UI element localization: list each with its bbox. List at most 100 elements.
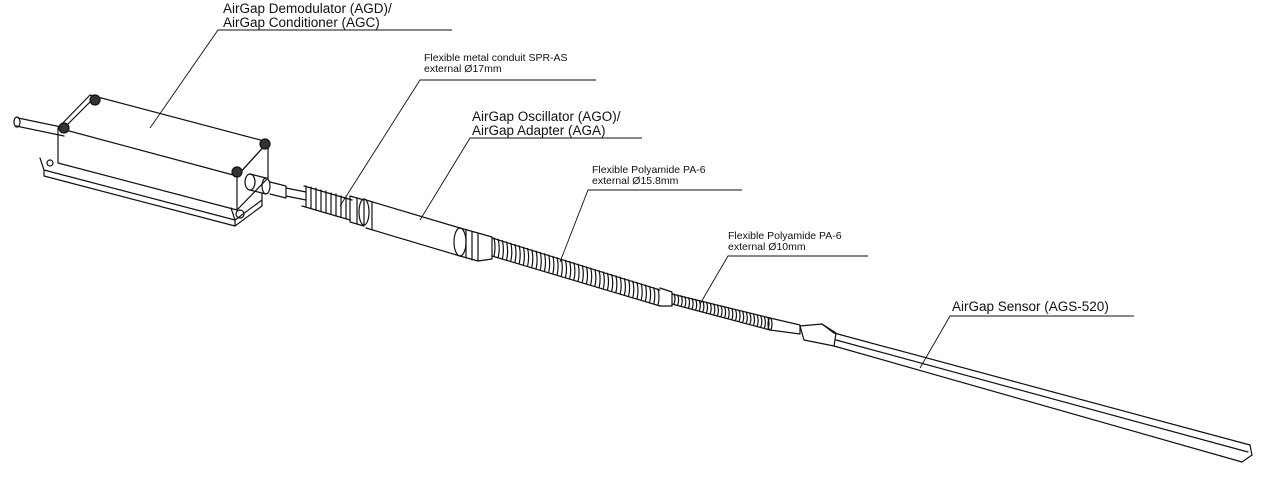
- corrugation-rib: [493, 237, 496, 257]
- corrugation-rib: [684, 296, 687, 308]
- label-demodulator-line2: AirGap Conditioner (AGC): [223, 15, 380, 31]
- corrugation-rib: [749, 312, 752, 325]
- corrugation-rib: [687, 297, 691, 309]
- input-cable: [13, 116, 67, 137]
- leader-ago: [419, 137, 642, 221]
- corrugation-rib: [705, 301, 709, 314]
- corrugation-rib: [752, 313, 756, 326]
- label-demodulator-line1: AirGap Demodulator (AGD)/: [223, 1, 392, 16]
- corrugation-rib: [594, 268, 597, 287]
- corrugation-rib: [702, 300, 705, 313]
- corrugation-rib: [698, 299, 701, 312]
- sensor-cable-sleeve: [767, 317, 801, 335]
- label-pa6-small-line1: Flexible Polyamide PA-6: [728, 230, 842, 242]
- corrugation-rib: [734, 309, 738, 321]
- corrugation-rib: [548, 254, 551, 273]
- label-conduit: Flexible metal conduit SPR-AS external Ø…: [424, 52, 568, 76]
- corrugation-rib: [720, 305, 723, 318]
- corrugation-rib: [738, 310, 741, 322]
- corrugation-rib: [657, 288, 660, 306]
- corrugation-rib: [581, 264, 584, 283]
- corrugation-rib: [644, 284, 647, 302]
- corrugation-rib: [632, 280, 635, 299]
- corrugation-rib: [628, 279, 631, 297]
- corrugation-rib: [680, 295, 683, 307]
- corrugation-rib: [543, 253, 547, 272]
- label-conduit-line1: Flexible metal conduit SPR-AS: [424, 52, 568, 64]
- label-pa6-large-line1: Flexible Polyamide PA-6: [592, 164, 706, 176]
- corrugation-rib: [606, 272, 610, 291]
- corrugation-rib: [510, 242, 513, 262]
- corrugation-rib: [756, 314, 759, 327]
- corrugation-rib: [506, 241, 509, 261]
- demodulator-box: [39, 94, 271, 227]
- corrugation-rib: [522, 246, 525, 266]
- corrugation-rib: [640, 283, 643, 301]
- pa6-small-tube: [671, 293, 771, 331]
- label-pa6-large: Flexible Polyamide PA-6 external Ø15.8mm: [592, 164, 706, 188]
- corrugation-rib: [742, 310, 745, 323]
- corrugation-rib: [535, 250, 538, 270]
- corrugation-rib: [573, 262, 576, 281]
- label-pa6-small-line2: external Ø10mm: [728, 241, 806, 254]
- corrugation-rib: [727, 307, 730, 319]
- corrugation-rib: [602, 271, 605, 290]
- airgap-sensor-strip: [799, 323, 1253, 463]
- corrugation-rib: [569, 260, 572, 280]
- label-pa6-large-line2: external Ø15.8mm: [592, 175, 679, 188]
- label-oscillator: AirGap Oscillator (AGO)/ AirGap Adapter …: [472, 109, 621, 139]
- corrugation-rib: [501, 240, 504, 260]
- corrugation-rib: [623, 277, 626, 296]
- corrugation-rib: [731, 308, 734, 320]
- corrugation-rib: [673, 293, 676, 305]
- corrugation-rib: [691, 298, 694, 310]
- corrugation-rib: [677, 294, 680, 306]
- corrugation-rib: [760, 315, 763, 328]
- label-conduit-line2: external Ø17mm: [424, 63, 502, 76]
- label-oscillator-line1: AirGap Oscillator (AGO)/: [472, 109, 621, 124]
- corrugation-rib: [716, 304, 719, 317]
- leader-pa6-small: [699, 255, 868, 305]
- corrugation-rib: [560, 258, 563, 277]
- corrugation-rib: [527, 247, 530, 267]
- pa6-large-tube: [491, 237, 661, 307]
- pa6-large-ribs: [493, 237, 660, 306]
- corrugation-rib: [590, 267, 593, 286]
- corrugation-rib: [552, 255, 555, 275]
- corrugation-rib: [539, 251, 542, 271]
- corrugation-rib: [695, 298, 698, 311]
- corrugation-rib: [653, 287, 656, 305]
- corrugation-rib: [724, 306, 727, 319]
- metal-conduit: [301, 185, 370, 227]
- corrugation-rib: [636, 281, 639, 300]
- corrugation-rib: [763, 316, 766, 329]
- leader-conduit: [339, 79, 596, 207]
- box-connector: [269, 181, 307, 201]
- leader-agd: [149, 29, 452, 129]
- corrugation-rib: [713, 303, 716, 316]
- corrugation-rib: [514, 243, 517, 263]
- label-sensor-line1: AirGap Sensor (AGS-520): [952, 299, 1109, 314]
- oscillator-body: [365, 199, 493, 262]
- tube-reducer: [659, 287, 673, 307]
- leader-pa6-large: [559, 189, 742, 263]
- corrugation-rib: [564, 259, 568, 278]
- corrugation-rib: [598, 270, 601, 288]
- corrugation-rib: [497, 238, 500, 258]
- label-oscillator-line2: AirGap Adapter (AGA): [472, 123, 606, 139]
- corrugation-rib: [649, 285, 652, 304]
- label-demodulator: AirGap Demodulator (AGD)/ AirGap Conditi…: [223, 1, 392, 31]
- corrugation-rib: [577, 263, 580, 282]
- corrugation-rib: [611, 274, 614, 292]
- leader-lines: [149, 29, 1134, 369]
- label-pa6-small: Flexible Polyamide PA-6 external Ø10mm: [728, 230, 842, 254]
- corrugation-rib: [518, 245, 521, 265]
- label-sensor: AirGap Sensor (AGS-520): [952, 299, 1109, 314]
- corrugation-rib: [615, 275, 618, 293]
- pa6-small-ribs: [673, 293, 770, 330]
- corrugation-rib: [585, 266, 589, 285]
- corrugation-rib: [709, 302, 712, 315]
- corrugation-rib: [619, 276, 622, 295]
